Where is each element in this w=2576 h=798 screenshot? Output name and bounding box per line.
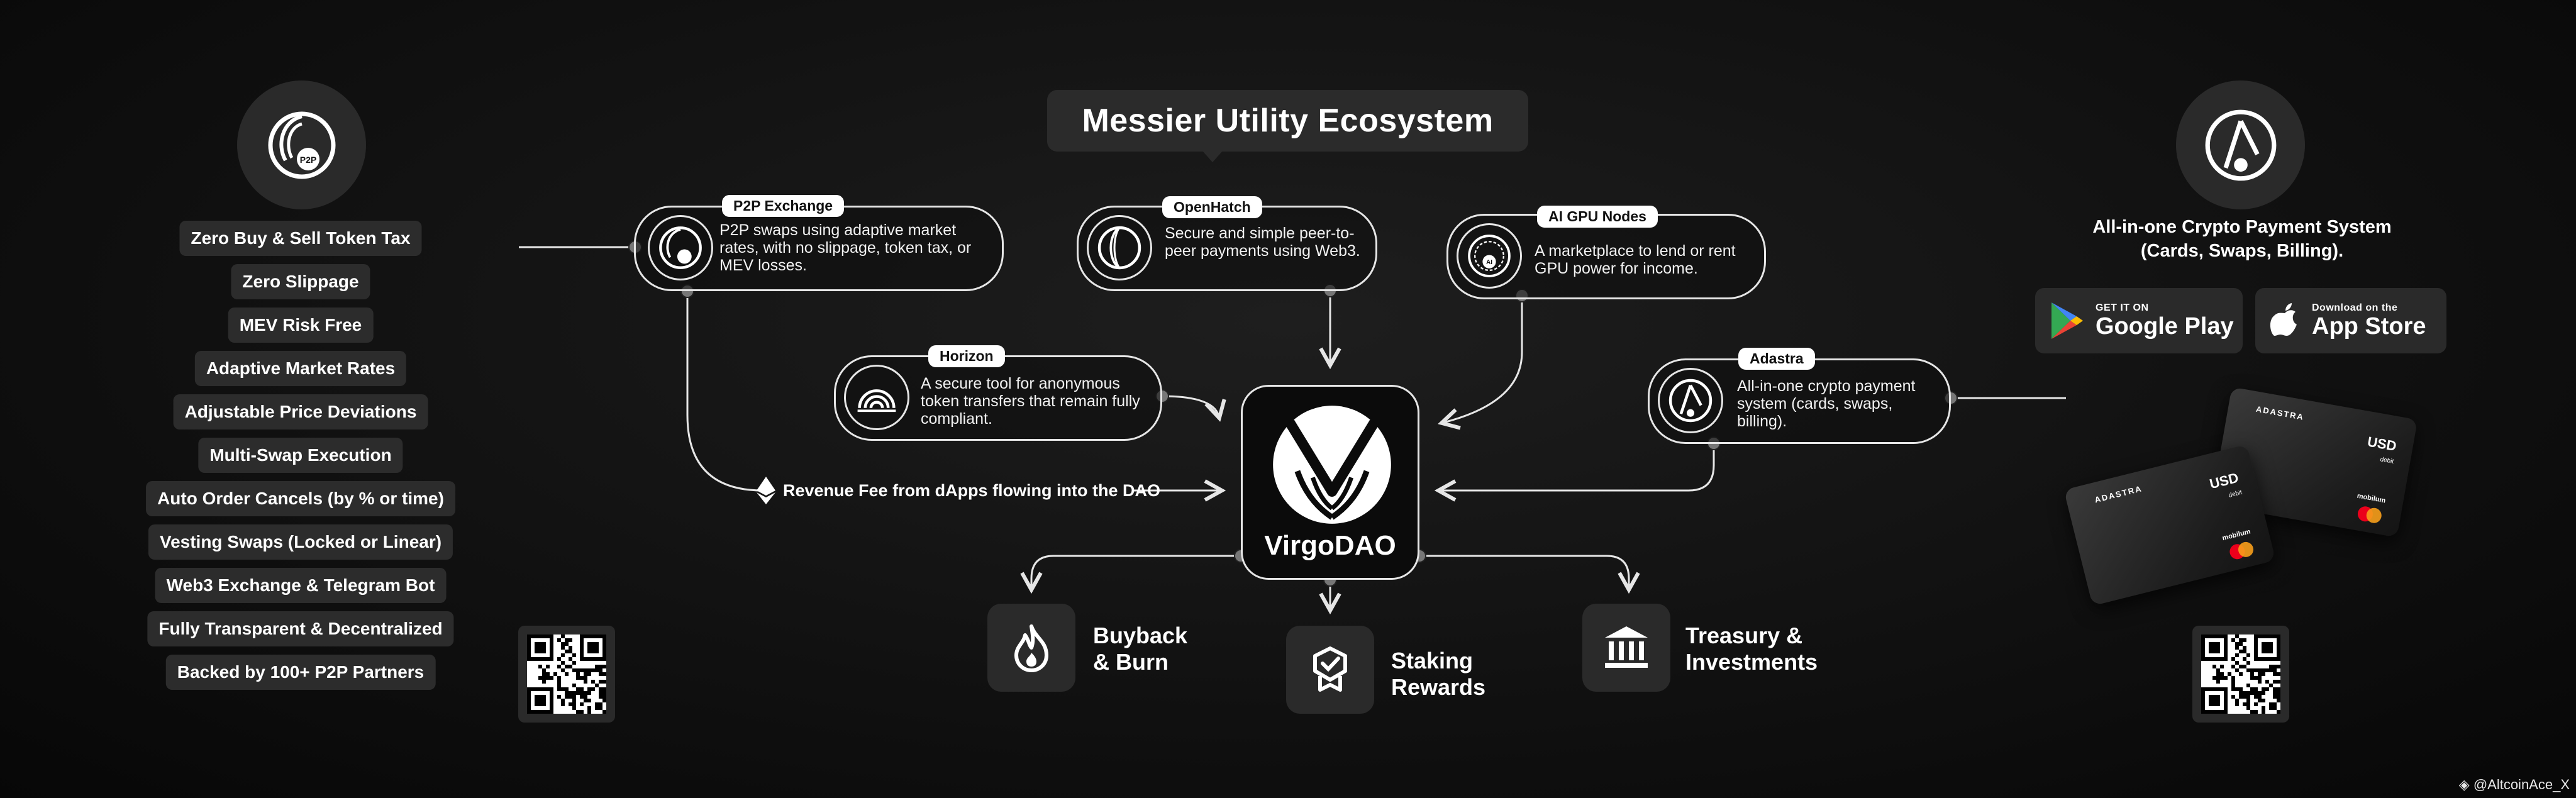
badge-check-icon <box>1313 646 1347 692</box>
horizon-icon <box>844 365 909 430</box>
desc-adastra: All-in-one crypto payment system (cards,… <box>1737 377 1916 430</box>
feature-pill: Zero Slippage <box>231 264 370 299</box>
buyback-burn-label: Buyback & Burn <box>1093 623 1188 675</box>
qr-code-left[interactable] <box>518 626 615 723</box>
feature-pill: Backed by 100+ P2P Partners <box>165 655 436 690</box>
watermark-icon: ◈ <box>2458 777 2473 792</box>
tag-p2p-exchange: P2P Exchange <box>722 195 845 217</box>
google-play-small: GET IT ON <box>2096 302 2149 313</box>
staking-rewards-tile[interactable] <box>1286 626 1374 714</box>
tag-horizon: Horizon <box>928 345 1005 367</box>
feature-pill: Zero Buy & Sell Token Tax <box>179 221 422 256</box>
qr-pattern <box>527 635 606 714</box>
feature-pill: Auto Order Cancels (by % or time) <box>146 481 455 516</box>
hub-name: VirgoDAO <box>1264 530 1396 561</box>
page-title: Messier Utility Ecosystem <box>1047 90 1528 152</box>
virgodao-hub[interactable]: VirgoDAO <box>1241 385 1419 580</box>
staking-rewards-label: Staking Rewards <box>1391 648 1486 700</box>
feature-pill: MEV Risk Free <box>228 308 374 343</box>
qr-code-right[interactable] <box>2192 626 2289 723</box>
feature-pill: Adaptive Market Rates <box>194 351 407 386</box>
app-store-small: Download on the <box>2312 302 2398 313</box>
p2p-logo-icon: P2P <box>268 111 335 179</box>
google-play-icon <box>2051 302 2083 339</box>
payment-system-title: All-in-one Crypto Payment System (Cards,… <box>2092 217 2392 261</box>
app-store-button[interactable]: Download on the App Store <box>2255 288 2446 353</box>
p2p-logo-text: P2P <box>299 155 316 165</box>
feature-pill: Adjustable Price Deviations <box>173 394 428 429</box>
google-play-big: Google Play <box>2096 313 2234 340</box>
bank-icon <box>1605 626 1648 668</box>
adastra-logo <box>2176 80 2305 209</box>
buyback-burn-tile[interactable] <box>987 604 1075 692</box>
app-store-big: App Store <box>2312 313 2426 340</box>
revenue-label: Revenue Fee from dApps flowing into the … <box>757 477 1160 504</box>
apple-icon <box>2270 303 2297 336</box>
ai-logo-text: AI <box>1486 259 1492 266</box>
treasury-label: Treasury & Investments <box>1685 623 1818 675</box>
adastra-logo-icon <box>2205 109 2276 180</box>
tag-openhatch: OpenHatch <box>1162 196 1262 218</box>
p2p-exchange-icon <box>648 215 713 280</box>
card-brand: ADASTRA <box>2255 404 2306 422</box>
watermark: ◈ @AltcoinAce_X <box>2458 777 2570 792</box>
flame-icon <box>1014 624 1048 672</box>
desc-ai-gpu-nodes: A marketplace to lend or rent GPU power … <box>1535 242 1736 277</box>
ai-gpu-icon: AI <box>1457 223 1522 289</box>
tag-adastra: Adastra <box>1738 348 1815 370</box>
adastra-icon <box>1658 368 1723 433</box>
feature-pill: Vesting Swaps (Locked or Linear) <box>148 524 453 560</box>
qr-pattern <box>2201 635 2280 714</box>
google-play-button[interactable]: GET IT ON Google Play <box>2035 288 2243 353</box>
card-issuer: mobilum <box>2221 528 2251 543</box>
title-pointer <box>1202 151 1223 162</box>
ethereum-icon <box>757 477 775 504</box>
revenue-text: Revenue Fee from dApps flowing into the … <box>783 480 1161 500</box>
card-issuer: mobilum <box>2356 492 2387 505</box>
p2p-logo: P2P <box>237 80 366 209</box>
tag-ai-gpu-nodes: AI GPU Nodes <box>1537 206 1658 228</box>
feature-pill: Web3 Exchange & Telegram Bot <box>155 568 447 603</box>
desc-p2p-exchange: P2P swaps using adaptive market rates, w… <box>719 221 972 274</box>
desc-horizon: A secure tool for anonymous token transf… <box>921 375 1140 428</box>
desc-openhatch: Secure and simple peer-to-peer payments … <box>1165 224 1360 260</box>
openhatch-icon <box>1087 215 1152 280</box>
treasury-tile[interactable] <box>1582 604 1670 692</box>
feature-pill: Multi-Swap Execution <box>198 438 403 473</box>
card-brand: ADASTRA <box>2094 484 2143 505</box>
feature-pill: Fully Transparent & Decentralized <box>147 611 454 646</box>
virgodao-logo-icon <box>1273 406 1391 524</box>
